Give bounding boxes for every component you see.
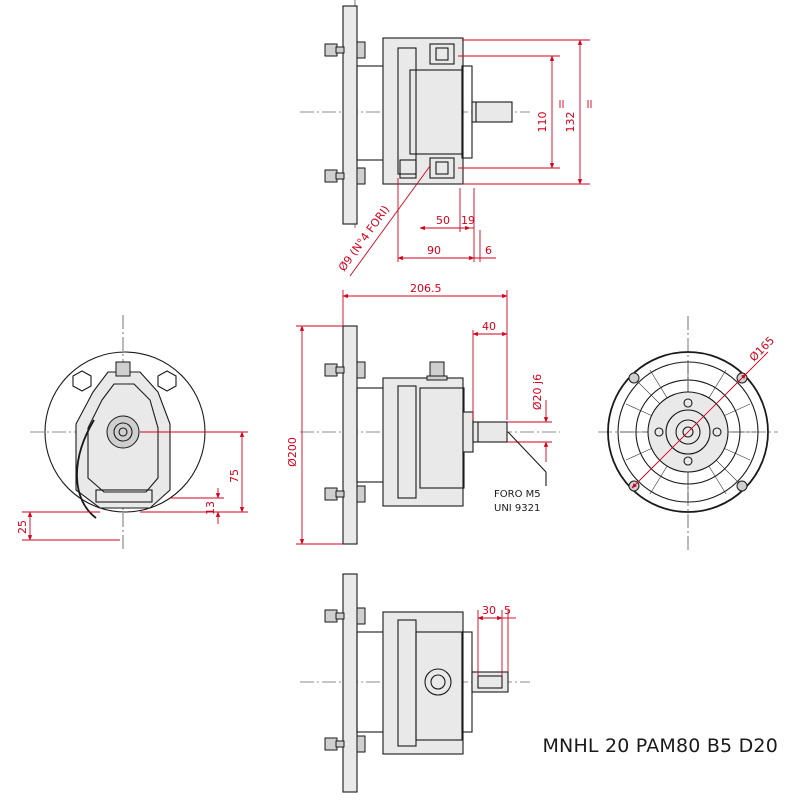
note-foro-m5: FORO M5: [494, 489, 541, 500]
note-uni-9321: UNI 9321: [494, 503, 540, 514]
top-bolts: [324, 41, 366, 185]
bottom-flange-plate: [342, 573, 358, 793]
right-view: Ø165: [598, 316, 778, 550]
left-view: 75 13 25: [16, 315, 248, 550]
dim-d20j6: Ø20 j6: [531, 374, 544, 410]
bottom-gearbox-body: [382, 611, 464, 755]
front-view: 206.5 40 Ø200 Ø20 j6 FORO M5 UNI 9321: [286, 282, 560, 545]
front-flange-plate: [342, 325, 358, 545]
dim-d200: Ø200: [286, 437, 299, 467]
dim-132: 132: [564, 112, 577, 133]
dim-d165: Ø165: [747, 334, 777, 364]
front-bolts: [324, 361, 366, 503]
dim-13: 13: [204, 501, 217, 515]
front-output-shaft: [472, 421, 508, 443]
top-view: 110 132 Ø9 (N°4 FORI) 50 19 90 6: [300, 0, 592, 277]
dim-25: 25: [16, 520, 29, 534]
front-gearbox-body: [382, 377, 464, 507]
dim-75: 75: [228, 469, 241, 483]
dim-206-5: 206.5: [410, 282, 442, 295]
top-output-shaft: [471, 101, 513, 123]
dim-6: 6: [485, 244, 492, 257]
dim-50: 50: [436, 214, 450, 227]
top-gearbox-body: [382, 37, 464, 185]
dim-19: 19: [461, 214, 475, 227]
dim-30: 30: [482, 604, 496, 617]
dim-40: 40: [482, 320, 496, 333]
top-flange-plate: [342, 5, 358, 225]
model-title: MNHL 20 PAM80 B5 D20: [542, 735, 778, 757]
bottom-bolts: [324, 607, 366, 753]
bottom-output-shaft: [471, 671, 509, 693]
dim-110: 110: [536, 112, 549, 133]
dim-5: 5: [504, 604, 511, 617]
bottom-view: 30 5: [300, 573, 530, 793]
right-outer-circle: [607, 351, 769, 513]
dim-90: 90: [427, 244, 441, 257]
